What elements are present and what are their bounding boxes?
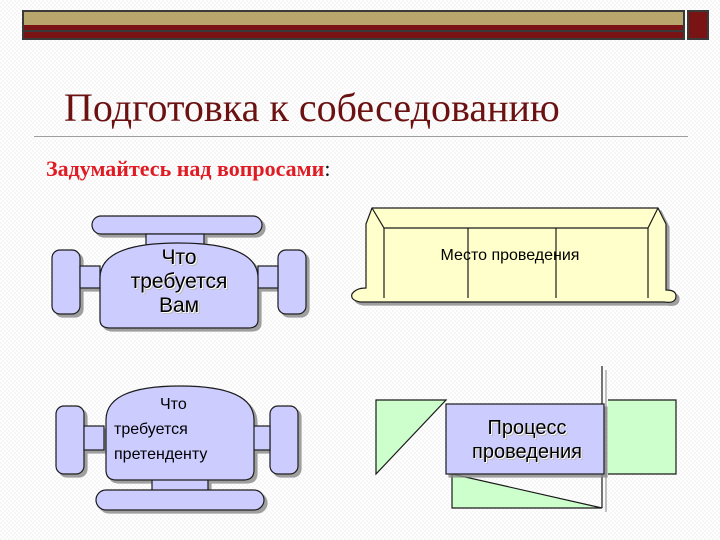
chair-left-leg-2	[83, 425, 105, 451]
label-candidate-line-2: требуется	[114, 421, 188, 438]
chair-right-leg	[257, 265, 279, 289]
process-triangle-left	[375, 399, 448, 476]
header-red-bar	[22, 32, 685, 40]
sofa-body	[351, 207, 677, 303]
chair-right-2	[269, 405, 299, 475]
label-candidate-needs: Что требуется претенденту	[114, 392, 264, 467]
chair-right	[277, 249, 307, 315]
label-process: Процесс проведения	[452, 416, 602, 464]
label-you-need-line-2: требуется	[130, 270, 228, 293]
chair-left	[51, 249, 81, 315]
table-top-you	[99, 242, 259, 329]
table-shape-you	[51, 215, 307, 329]
label-venue: Место проведения	[440, 247, 580, 264]
subtitle-text: Задумайтесь над вопросами	[46, 156, 325, 181]
process-shape	[375, 366, 677, 512]
subtitle-colon: :	[324, 156, 331, 181]
sofa-back-line	[371, 207, 659, 229]
label-process-line-1: Процесс	[487, 417, 567, 439]
label-candidate-line-3: претенденту	[114, 446, 208, 463]
chair-bottom	[95, 489, 265, 511]
slide-subtitle: Задумайтесь над вопросами:	[46, 156, 330, 182]
label-you-need-line-1: Что	[161, 246, 197, 269]
table-top-candidate	[105, 385, 255, 481]
slide-title: Подготовка к собеседованию	[64, 85, 560, 130]
table-shape-candidate	[55, 385, 299, 511]
title-divider	[34, 136, 688, 137]
label-candidate-line-1: Что	[160, 396, 187, 413]
chair-top	[91, 215, 263, 235]
chair-left-leg	[79, 265, 101, 289]
process-box	[445, 403, 605, 475]
label-process-line-2: проведения	[472, 441, 582, 463]
header-gold-bar	[22, 10, 685, 32]
process-triangle-bottom	[451, 473, 603, 509]
process-panel-right	[608, 399, 677, 475]
sofa-shape	[351, 207, 677, 303]
label-you-need-line-3: Вам	[158, 294, 200, 317]
header-red-square	[687, 10, 709, 40]
chair-left-2	[55, 405, 85, 475]
